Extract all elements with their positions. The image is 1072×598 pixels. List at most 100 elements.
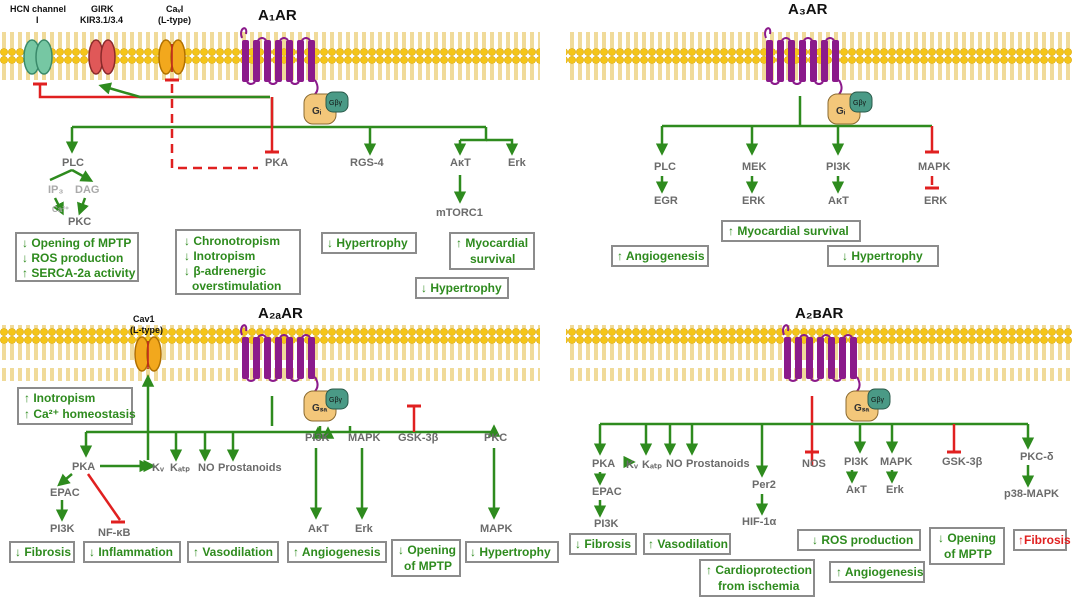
a1-ca: Ca²⁺ [52, 205, 69, 214]
a2a-akt: AκT [308, 523, 329, 535]
hcn-channel-icon [23, 39, 53, 75]
a2a-pka: PKA [72, 461, 95, 473]
a2a-cav-channel-icon [134, 336, 162, 372]
a2a-ino-2: ↑ Ca²⁺ homeostasis [24, 407, 136, 421]
hcn-sub: I [36, 15, 39, 25]
g-beta-gamma-subunit [325, 91, 349, 113]
pathway-arrow [52, 197, 64, 216]
a1-mptp-3: ↑ SERCA-2a activity [22, 266, 136, 280]
a1-hyper2: ↓ Hypertrophy [421, 281, 502, 295]
a1-mptp-1: ↓ Opening of MPTP [22, 236, 131, 250]
a2a-katp: Kₐₜₚ [170, 462, 190, 474]
a2a-mapk: MAPK [348, 432, 380, 444]
a3-egr: EGR [654, 195, 678, 207]
a1-myo-1: ↑ Myocardial [456, 236, 528, 250]
a2a-pi3k2: PI3K [305, 432, 330, 444]
girk-label: GIRK [91, 4, 114, 14]
a3-erk2: ERK [924, 195, 947, 207]
a2b-fibrosis: ↓ Fibrosis [575, 537, 631, 551]
a2a-pkc: PKC [484, 432, 507, 444]
pathway-line [460, 127, 488, 142]
g-beta-gamma-subunit [867, 388, 891, 410]
a3-mapk: MAPK [918, 161, 950, 173]
pathway-arrow [486, 138, 519, 156]
g-beta-gamma-subunit [849, 91, 873, 113]
a2b-p38: p38-MAPK [1004, 488, 1059, 500]
a2b-mapk: MAPK [880, 456, 912, 468]
cav-channel-icon [158, 39, 186, 75]
a2a-title: A₂ₐAR [258, 305, 303, 322]
a2b-epac: EPAC [592, 486, 622, 498]
a2b-kv: Kᵥ [626, 459, 639, 471]
girk-channel-icon [88, 39, 116, 75]
a3-erk: ERK [742, 195, 765, 207]
a2b-hif: HIF-1α [742, 516, 777, 528]
membrane-a3 [566, 28, 1072, 84]
a2a-prost: Prostanoids [218, 462, 282, 474]
a2b-mptp-2: of MPTP [944, 547, 992, 561]
a2a-nfkb-inhibition [86, 473, 122, 521]
a1-hyper1: ↓ Hypertrophy [327, 236, 408, 250]
pathway-arrow [57, 473, 73, 487]
a1-mtorc1: mTORC1 [436, 207, 483, 219]
a2a-nfkb: NF-κB [98, 527, 130, 539]
a2a-cav-sub: (L-type) [130, 325, 163, 335]
a2a-mptp-1: ↓ Opening [398, 543, 456, 557]
a2b-pka: PKA [592, 458, 615, 470]
a3-plc: PLC [654, 161, 676, 173]
a1-akt: AκT [450, 157, 471, 169]
cav-sub: (L-type) [158, 15, 191, 25]
a1-rgs4: RGS-4 [350, 157, 385, 169]
g-beta-label: Gβγ [329, 100, 342, 107]
a2a-ino-1: ↑ Inotropism [24, 391, 95, 405]
a1-ip3: IP₃ [48, 184, 63, 196]
girk-sub: KIR3.1/3.4 [80, 15, 123, 25]
a1-pkc: PKC [68, 216, 91, 228]
g-alpha-label: Gₛₐ [854, 403, 870, 414]
a1-hcn-inhibition [38, 84, 270, 99]
panel-a2b: A₂ʙAR PKA Kᵥ Kₐₜₚ NO Prostanoids EPAC PI… [569, 305, 1071, 597]
a2a-no: NO [198, 462, 215, 474]
a2b-katp: Kₐₜₚ [642, 459, 662, 471]
a3-mek: MEK [742, 161, 767, 173]
a2a-vaso: ↑ Vasodilation [193, 545, 273, 559]
pathway-arrow [77, 197, 89, 216]
a1-chrono-3: ↓ β-adrenergic [184, 264, 266, 278]
a1-chrono-4: overstimulation [192, 279, 281, 293]
pathway-line [49, 168, 73, 182]
a1-pka: PKA [265, 157, 288, 169]
a2a-kv: Kᵥ [152, 462, 165, 474]
a2a-fibrosis: ↓ Fibrosis [15, 545, 71, 559]
g-beta-label: Gβγ [871, 397, 884, 404]
a2b-mptp-1: ↓ Opening [938, 531, 996, 545]
a3-pi3k: PI3K [826, 161, 851, 173]
a2b-no: NO [666, 458, 683, 470]
a2b-prost: Prostanoids [686, 458, 750, 470]
g-beta-label: Gβγ [329, 397, 342, 404]
a2b-pkcd: PKC-δ [1020, 451, 1054, 463]
a2b-akt: AκT [846, 484, 867, 496]
panel-a1: A₁AR HCN channel I GIRK KIR3.1/3.4 CaᵥI … [10, 4, 535, 299]
a2b-erk: Erk [886, 484, 905, 496]
a2a-epac: EPAC [50, 487, 80, 499]
a3-akt: AκT [828, 195, 849, 207]
pathway-arrow [71, 168, 94, 182]
panel-a3: A₃AR PLC EGR MEK ERK PI3K AκT MAPK ERK ↑… [611, 1, 950, 267]
a1-girk-activation [98, 82, 270, 99]
a3-angio: ↑ Angiogenesis [617, 249, 705, 263]
a2a-erk: Erk [355, 523, 374, 535]
a2b-vaso: ↑ Vasodilation [648, 537, 728, 551]
g-alpha-label: Gₛₐ [312, 403, 328, 414]
a1-plc: PLC [62, 157, 84, 169]
a2b-fibrosis-red: ↑Fibrosis [1018, 533, 1071, 547]
a2a-gsk: GSK-3β [398, 432, 439, 444]
panel-a2a: A₂ₐAR Cav1 (L-type) ↑ Inotropism ↑ Ca²⁺ … [9, 305, 559, 577]
hcn-label: HCN channel [10, 4, 66, 14]
g-beta-label: Gβγ [853, 100, 866, 107]
